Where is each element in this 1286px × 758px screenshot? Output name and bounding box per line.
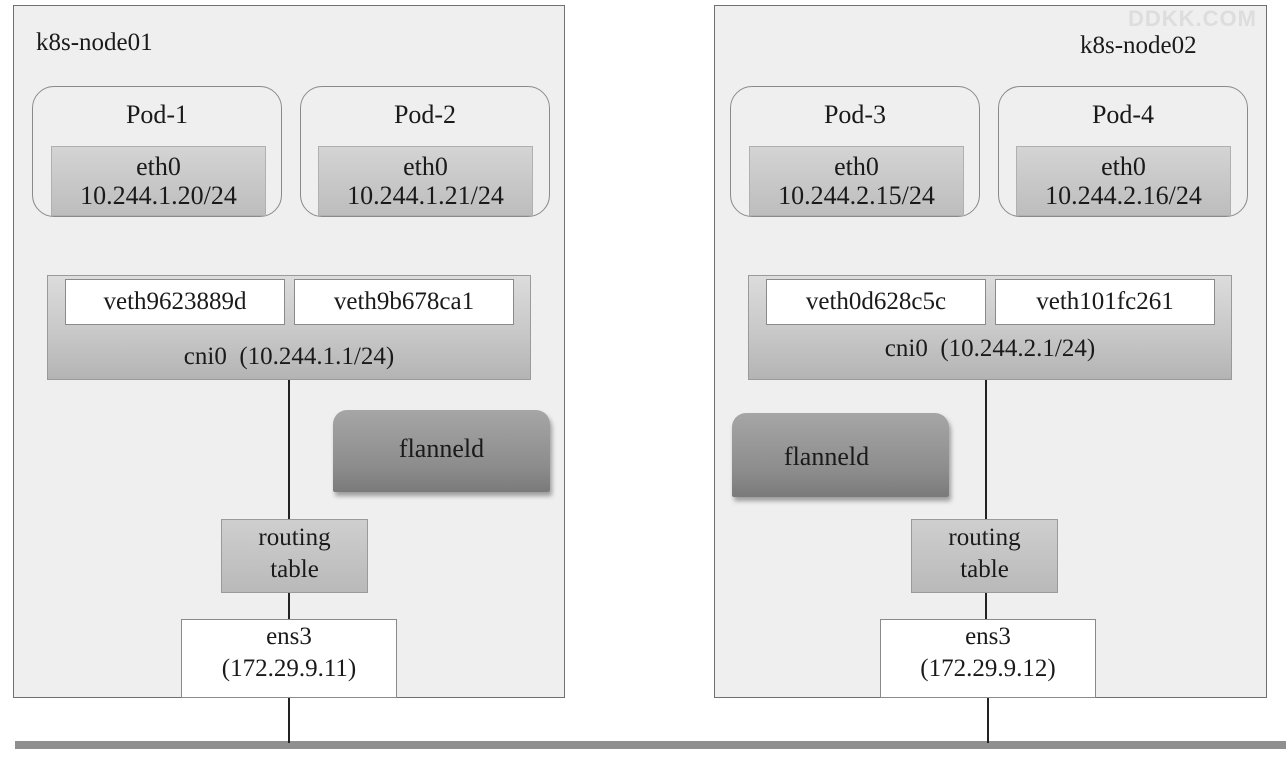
veth-node02-1: veth0d628c5c: [766, 279, 986, 325]
routing-to-nic-line-node01: [288, 593, 290, 619]
bridge-to-routing-line-node02: [985, 380, 987, 519]
pod-1-eth0: eth0 10.244.1.20/24: [51, 146, 266, 216]
bridge-to-routing-line-node01: [288, 380, 290, 519]
veth-node01-2: veth9b678ca1: [294, 279, 514, 325]
routing-table-node02: routing table: [911, 519, 1058, 593]
pod-2-eth0-ip: 10.244.1.21/24: [347, 181, 504, 210]
routing-to-nic-line-node02: [985, 593, 987, 619]
pod-3-eth0-ip: 10.244.2.15/24: [778, 181, 935, 210]
flanneld-node01: flanneld: [333, 410, 550, 492]
node02-title: k8s-node02: [1080, 32, 1197, 59]
routing-table-node02-line1: routing: [948, 524, 1021, 551]
node01-title: k8s-node01: [36, 29, 153, 56]
pod-1-label: Pod-1: [125, 100, 189, 129]
pod-3-eth0: eth0 10.244.2.15/24: [749, 146, 964, 216]
physical-network-line: [15, 741, 1286, 749]
nic-ens3-node02-name: ens3: [965, 623, 1011, 650]
routing-table-node01-line1: routing: [258, 524, 331, 551]
veth-node01-1: veth9623889d: [65, 279, 285, 325]
nic-ens3-node01: ens3 (172.29.9.11): [181, 619, 397, 698]
pod-4-eth0-ip: 10.244.2.16/24: [1045, 181, 1202, 210]
pod-4-eth0: eth0 10.244.2.16/24: [1016, 146, 1231, 216]
routing-table-node02-line2: table: [960, 556, 1009, 583]
pod-3-eth0-name: eth0: [834, 152, 879, 181]
nic-ens3-node01-name: ens3: [266, 623, 312, 650]
routing-table-node01-line2: table: [270, 556, 319, 583]
pod-3-label: Pod-3: [823, 100, 887, 129]
watermark-text: DDKK.COM: [1128, 6, 1257, 31]
pod-2-eth0: eth0 10.244.1.21/24: [318, 146, 533, 216]
nic-to-network-line-node02: [987, 698, 989, 743]
pod-2-eth0-name: eth0: [403, 152, 448, 181]
pod-2-label: Pod-2: [393, 100, 457, 129]
nic-ens3-node01-ip: (172.29.9.11): [221, 655, 357, 682]
routing-table-node01: routing table: [221, 519, 368, 593]
flanneld-node02: flanneld: [732, 413, 949, 497]
nic-ens3-node02-ip: (172.29.9.12): [920, 655, 1056, 682]
pod-4-eth0-name: eth0: [1101, 152, 1146, 181]
pod-4-label: Pod-4: [1091, 100, 1155, 129]
nic-ens3-node02: ens3 (172.29.9.12): [880, 619, 1096, 698]
cni0-label-node01: cni0 (10.244.1.1/24): [183, 343, 395, 370]
pod-1-eth0-name: eth0: [136, 152, 181, 181]
pod-1-eth0-ip: 10.244.1.20/24: [80, 181, 237, 210]
cni0-label-node02: cni0 (10.244.2.1/24): [884, 335, 1096, 362]
veth-node02-2: veth101fc261: [995, 279, 1215, 325]
nic-to-network-line-node01: [288, 698, 290, 743]
